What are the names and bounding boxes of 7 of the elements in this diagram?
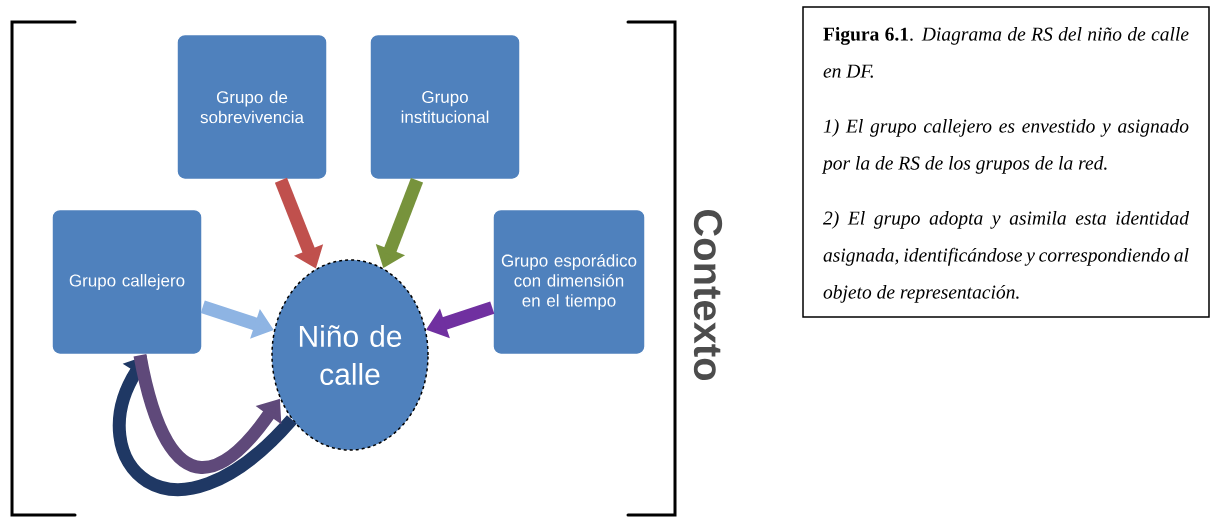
context-label: Contexto — [693, 210, 723, 381]
process-box: Grupo callejero — [51, 208, 203, 356]
process-box: Grupo esporádico con dimensión en el tiempo — [492, 208, 646, 356]
caption-box: Figura 6.1. Diagrama de RS del niño de calle en DF. 1) El grupo callejero es envestido y asignado por la de RS de los grupos de la red. 2) El grupo adopta y asimila esta identidad asignada, identificándose y correspondiendo al objeto de representación. — [802, 6, 1210, 318]
process-box: Grupo institucional — [369, 33, 521, 181]
block-arrow — [133, 353, 282, 474]
process-box: Grupo de sobrevivencia — [176, 33, 328, 181]
